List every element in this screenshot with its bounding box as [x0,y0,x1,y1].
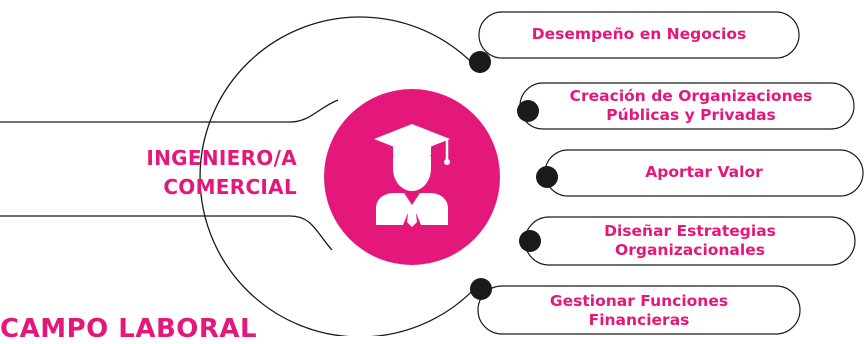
center-title-line2: COMERCIAL [163,175,297,199]
branch-pill-outline [477,285,801,335]
branch-dot [517,100,539,122]
branch-dot [536,166,558,188]
branch-label-line1: Desempeño en Negocios [531,25,747,43]
left-connector-top [0,99,339,123]
center-title-line1: INGENIERO/A [146,146,297,170]
branch-label-line1: Creación de Organizaciones [569,87,813,105]
branch-dot [470,278,492,300]
branch-label-line1: Diseñar Estrategias [604,222,776,240]
left-connector-bottom [0,215,333,251]
branch-label-desempeno: Desempeño en Negocios [479,25,799,44]
branch-label-aportar: Aportar Valor [545,163,863,182]
outer-ring-arc [199,16,480,336]
branch-label-creacion: Creación de Organizaciones Públicas y Pr… [526,87,856,125]
section-heading: CAMPO LABORAL [0,314,258,344]
graduate-person-icon [374,124,450,227]
branch-dot [469,51,491,73]
branch-label-line2: Financieras [588,311,690,329]
branch-label-disenar: Diseñar Estrategias Organizacionales [525,222,855,260]
branch-label-line1: Gestionar Funciones [549,292,729,310]
branch-label-line2: Organizacionales [615,241,765,259]
branch-label-line1: Aportar Valor [645,163,763,181]
branch-pill-outline [478,11,800,59]
branch-dot [519,230,541,252]
branch-label-line2: Públicas y Privadas [606,106,776,124]
career-diagram [0,11,864,336]
branch-label-gestionar: Gestionar Funciones Financieras [478,292,800,330]
